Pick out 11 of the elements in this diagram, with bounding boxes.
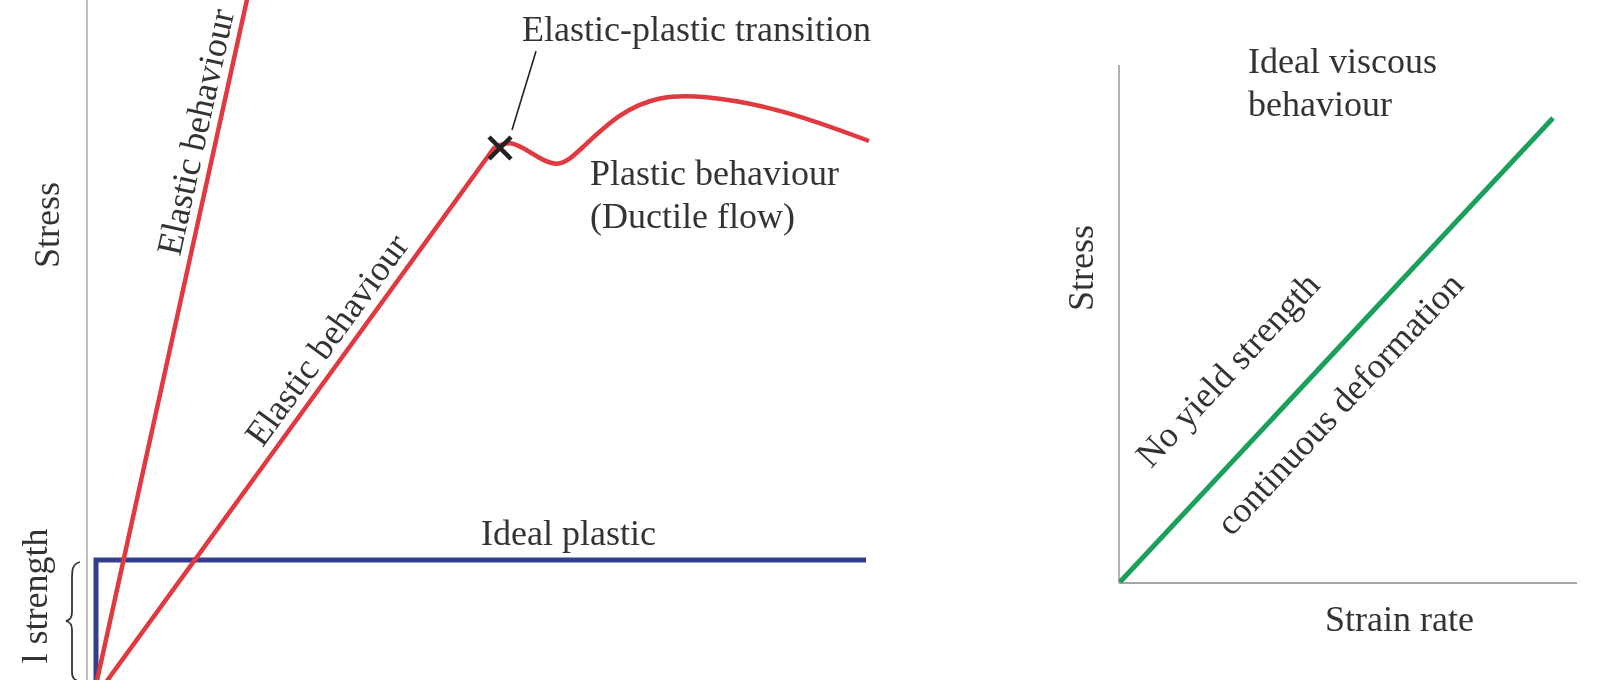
curve-label: Ideal plastic xyxy=(481,512,656,555)
axis-title: Strain rate xyxy=(1325,598,1474,641)
leader-line xyxy=(511,50,537,131)
axis-title: Stress xyxy=(1060,225,1103,311)
annotation-label: l strength xyxy=(14,528,57,664)
callout-text: Elastic-plastic transition xyxy=(522,8,871,52)
axis-title: Stress xyxy=(26,182,69,268)
curve-label: Elastic behaviour xyxy=(147,4,244,260)
curve-label: Ideal viscous behaviour xyxy=(1248,40,1438,127)
transition-mark xyxy=(486,134,514,162)
curve-label: Plastic behaviour (Ductile flow) xyxy=(590,152,840,239)
